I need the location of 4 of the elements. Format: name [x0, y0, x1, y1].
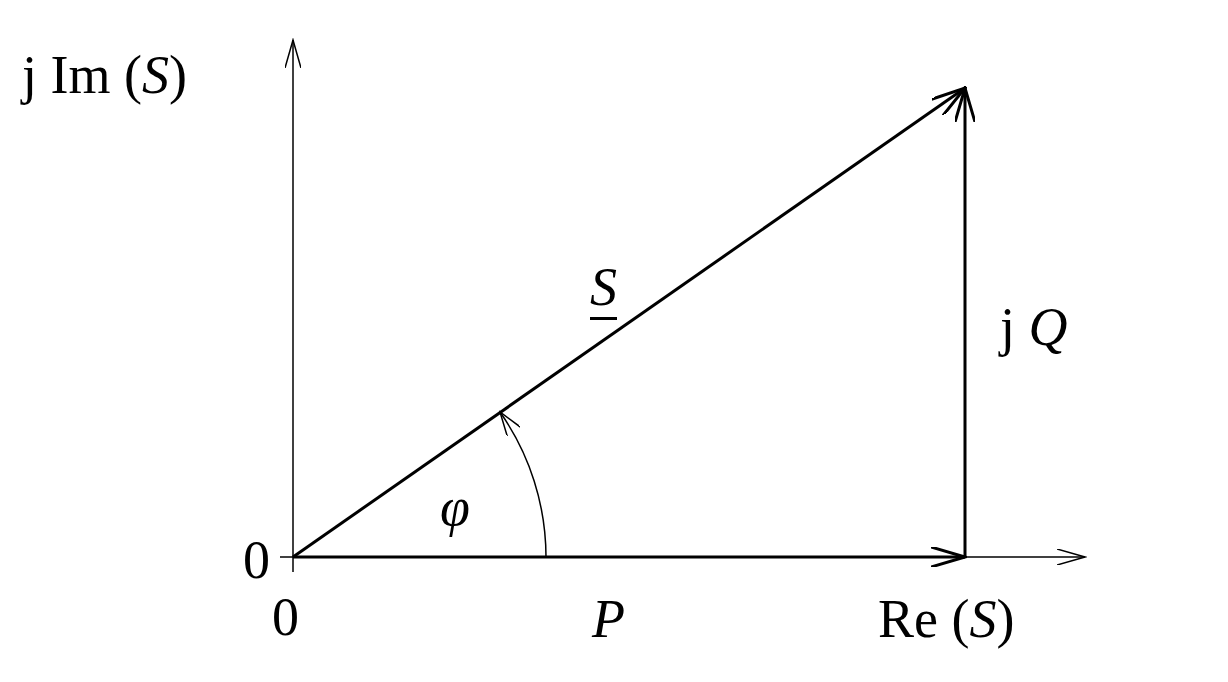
origin-label: 0: [243, 533, 270, 587]
vector-label: P: [592, 592, 625, 646]
origin-label: 0: [272, 590, 299, 644]
vector-label: S: [590, 260, 617, 314]
